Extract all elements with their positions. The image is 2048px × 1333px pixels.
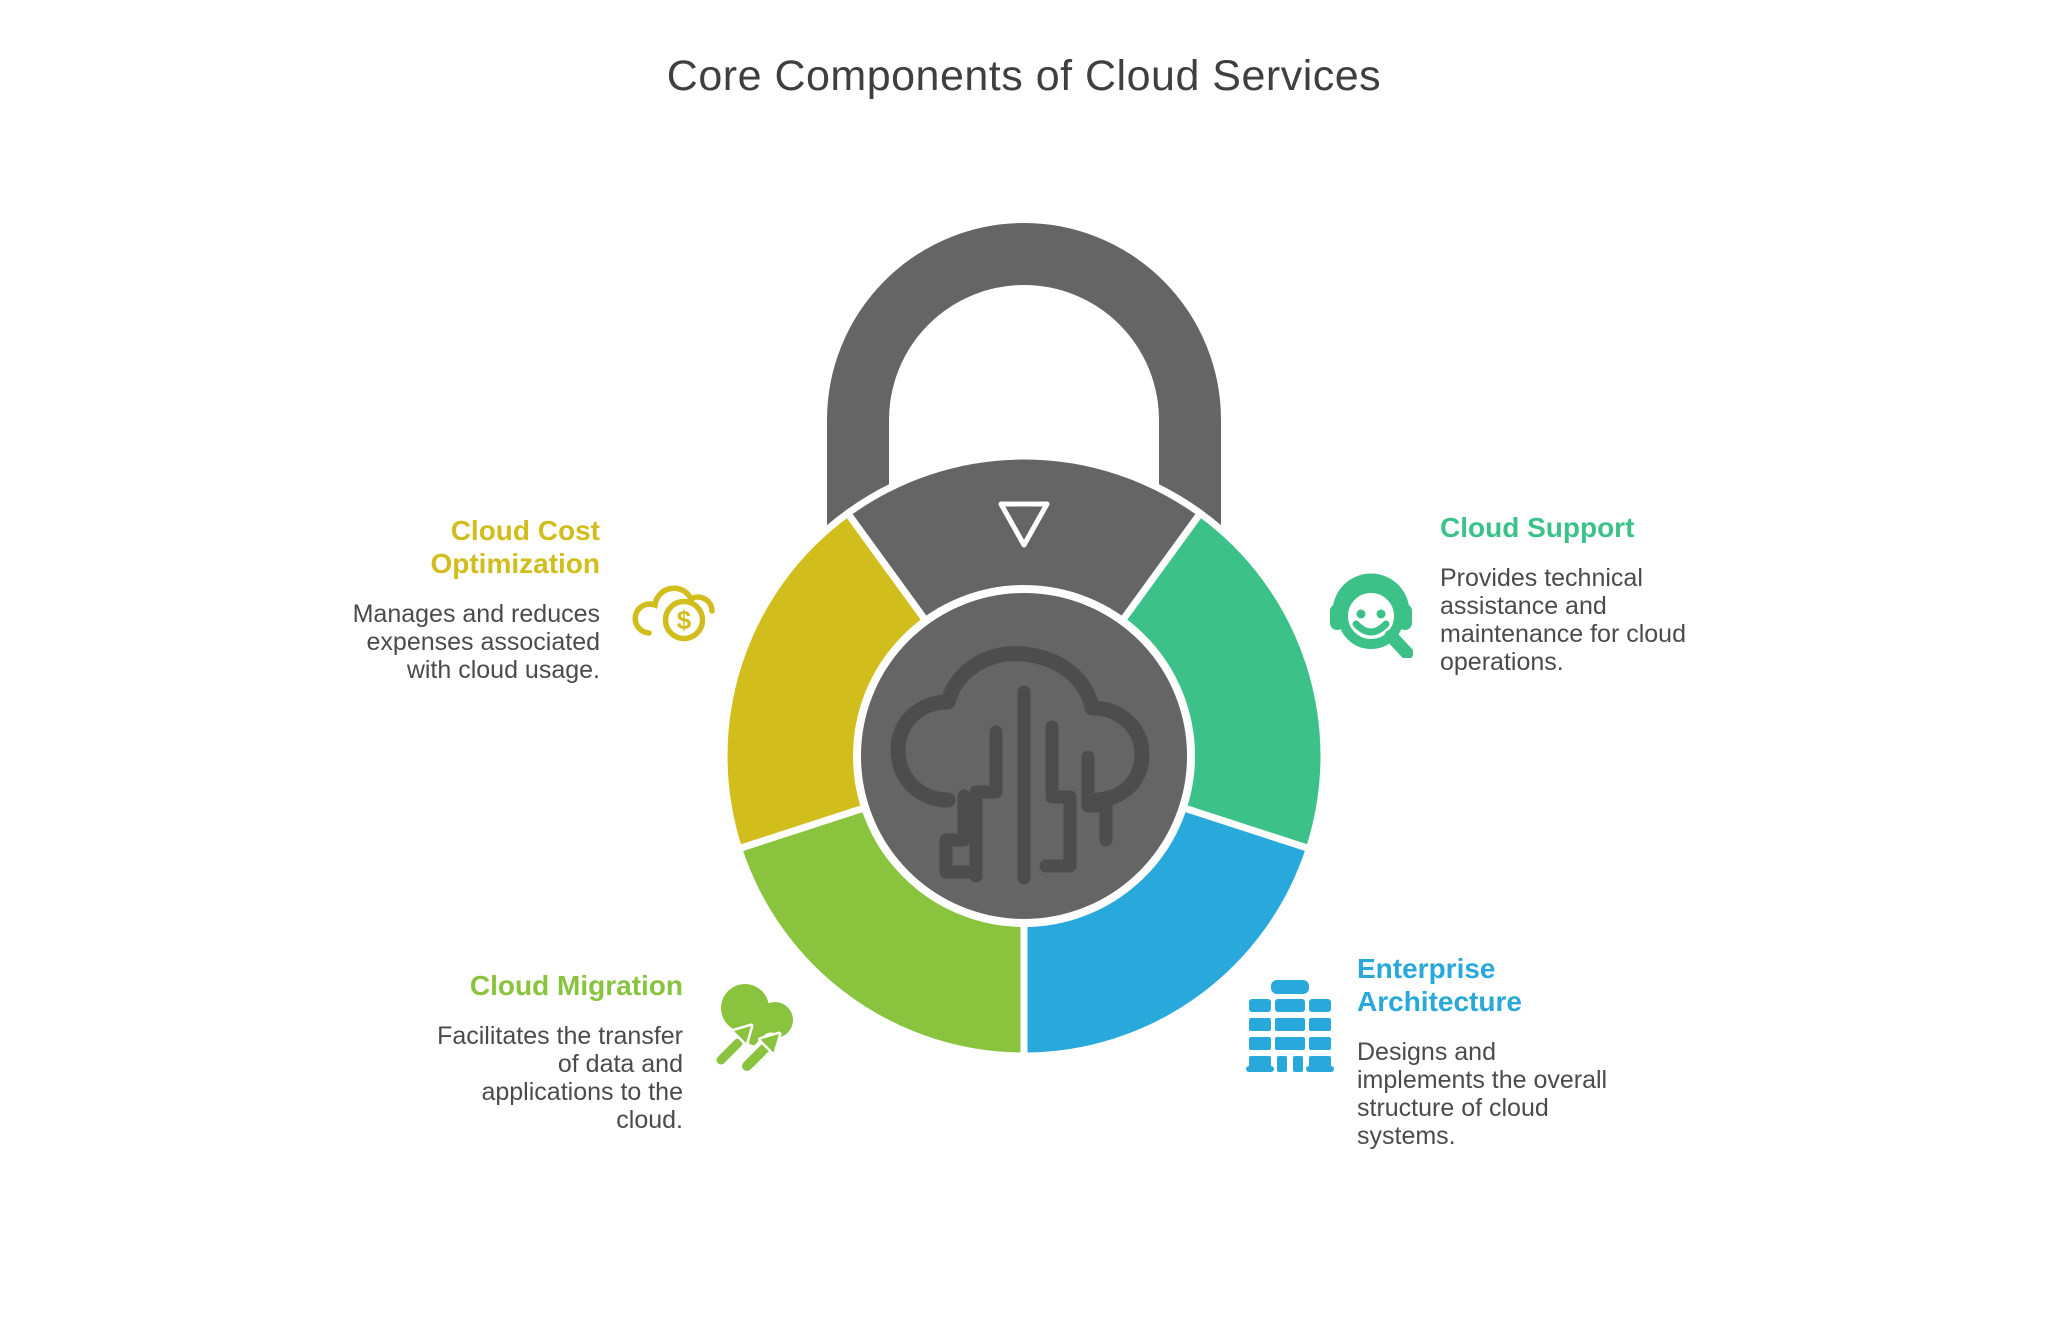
building-icon <box>1246 980 1334 1072</box>
component-description-enterprise-architecture: Designs and implements the overall struc… <box>1357 1038 1608 1150</box>
component-cloud-migration: Cloud Migration Facilitates the transfer… <box>403 969 683 1134</box>
triangle-down-icon <box>998 501 1050 548</box>
component-title-cloud-support: Cloud Support <box>1440 512 1635 543</box>
cloud-migration-arrows-icon <box>712 984 793 1074</box>
cloud-dollar-icon: $ <box>632 585 715 642</box>
component-cloud-cost-optimization: Cloud Cost Optimization Manages and redu… <box>320 514 600 684</box>
component-cloud-support: Cloud Support Provides technical assista… <box>1440 511 1710 676</box>
headset-magnifier-icon <box>1330 573 1413 658</box>
cloud-circuit-icon <box>890 646 1150 885</box>
component-title-cloud-migration: Cloud Migration <box>469 970 683 1001</box>
component-title-cloud-cost-optimization: Cloud Cost Optimization <box>430 515 600 579</box>
component-title-enterprise-architecture: Enterprise Architecture <box>1357 953 1522 1017</box>
component-description-cloud-migration: Facilitates the transfer of data and app… <box>437 1022 683 1134</box>
component-enterprise-architecture: Enterprise Architecture Designs and impl… <box>1357 952 1617 1150</box>
component-description-cloud-support: Provides technical assistance and mainte… <box>1440 564 1686 676</box>
page-title: Core Components of Cloud Services <box>666 52 1382 100</box>
component-description-cloud-cost-optimization: Manages and reduces expenses associated … <box>352 600 600 684</box>
lock-shackle <box>827 223 1221 600</box>
dollar-sign: $ <box>677 605 692 635</box>
